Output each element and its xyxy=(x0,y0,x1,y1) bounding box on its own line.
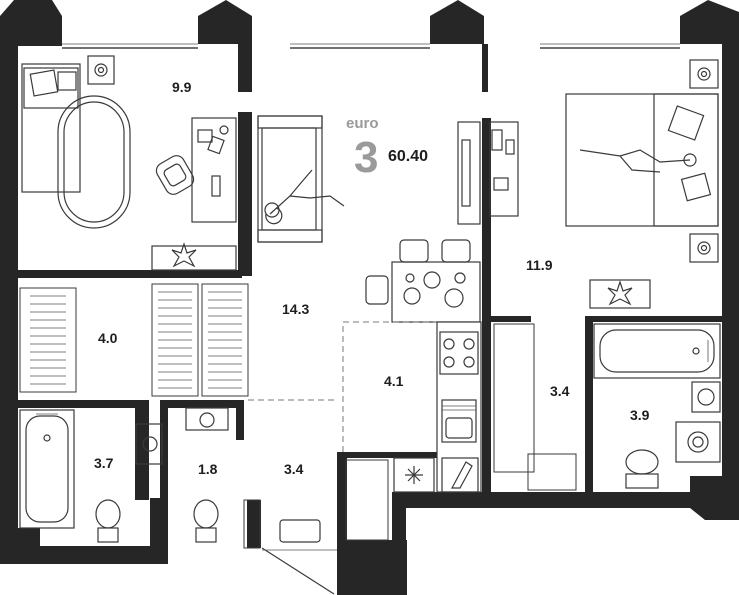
windows xyxy=(62,43,680,49)
room-count: 3 xyxy=(354,133,378,182)
area-bath-left: 3.7 xyxy=(94,455,114,471)
radiator-hall-right xyxy=(493,323,577,491)
area-bath-right: 3.9 xyxy=(630,407,650,423)
washer-right xyxy=(675,421,721,463)
sink-wc xyxy=(185,407,229,431)
toilet-right xyxy=(625,449,659,489)
sofa xyxy=(257,115,345,243)
fridge-block xyxy=(393,457,479,493)
toilet-wc xyxy=(193,499,219,543)
dresser-right xyxy=(489,121,519,217)
area-bedroom-left: 9.9 xyxy=(172,79,192,95)
dining-table xyxy=(365,239,481,323)
sink-right xyxy=(691,381,721,413)
area-hall-left: 4.0 xyxy=(98,330,118,346)
wardrobe-left xyxy=(19,287,77,393)
rug-left xyxy=(57,95,131,229)
sink-left xyxy=(135,423,163,465)
tv-stand xyxy=(457,121,481,225)
nightstand-right-top xyxy=(689,59,719,89)
bathtub-left xyxy=(19,409,75,529)
area-hall-right: 3.4 xyxy=(550,383,570,399)
kitchen-counter xyxy=(436,321,482,493)
entrance-mat xyxy=(279,519,321,543)
area-entrance: 3.4 xyxy=(284,461,304,477)
area-wc: 1.8 xyxy=(198,461,218,477)
area-living: 14.3 xyxy=(282,301,309,317)
bed-right xyxy=(565,93,719,227)
toilet-left xyxy=(95,499,121,543)
entrance-door xyxy=(261,547,337,595)
plant-right xyxy=(589,279,651,309)
radiator-kitchen xyxy=(345,459,389,541)
total-area: 60.40 xyxy=(388,148,428,165)
bed-left xyxy=(21,63,81,193)
layout-type-prefix: euro xyxy=(346,115,379,132)
desk-left xyxy=(191,117,237,223)
nightstand-left xyxy=(87,55,115,85)
area-bedroom-right: 11.9 xyxy=(526,257,553,273)
kitchen-zone-outline xyxy=(248,321,437,452)
area-kitchen: 4.1 xyxy=(384,373,404,389)
chair-left xyxy=(155,155,195,195)
nightstand-right-bottom xyxy=(689,233,719,263)
bathtub-right xyxy=(593,323,721,379)
radiator-entrance xyxy=(243,499,261,549)
wardrobe-center xyxy=(151,283,249,397)
plant-left xyxy=(151,242,237,271)
